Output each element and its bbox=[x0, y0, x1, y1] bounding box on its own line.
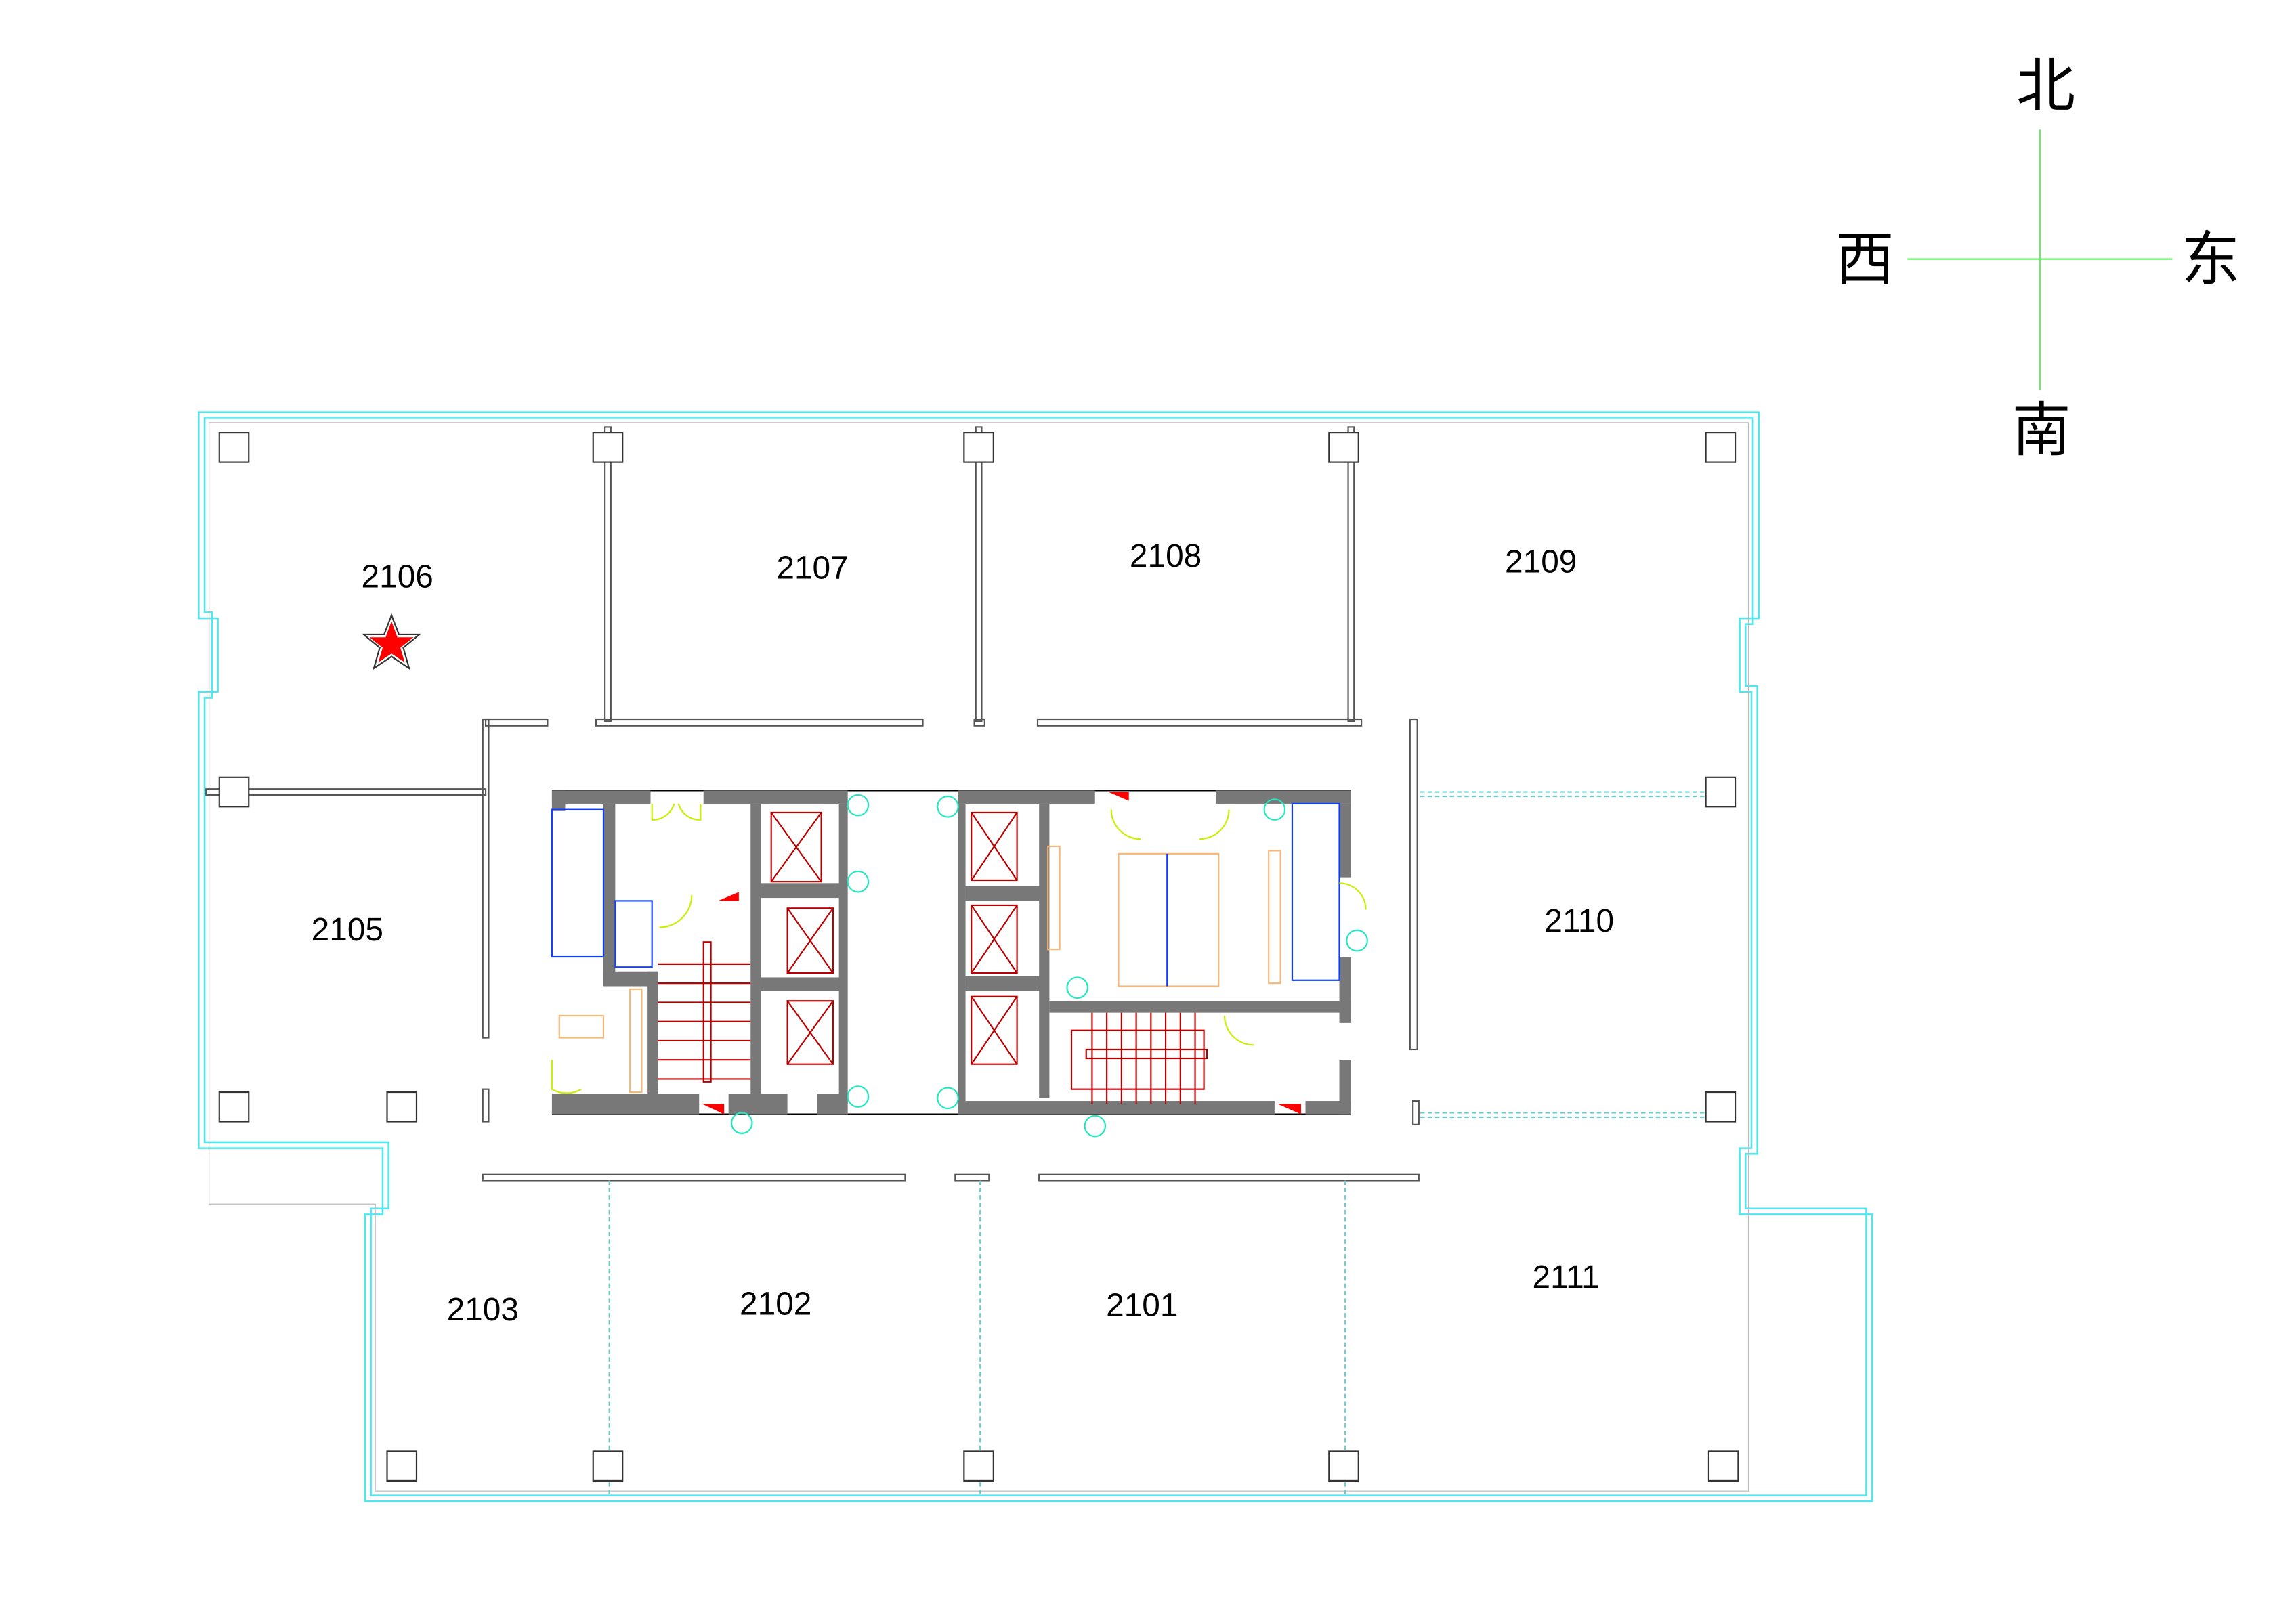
room-2103-label: 2103 bbox=[447, 1292, 519, 1328]
plants bbox=[730, 794, 1368, 1138]
partitions bbox=[205, 426, 1707, 1494]
compass-north: 北 bbox=[2016, 51, 2075, 121]
star-icon bbox=[361, 613, 422, 670]
room-2111-label: 2111 bbox=[1533, 1259, 1600, 1295]
building-core bbox=[551, 790, 1368, 1138]
room-2109-label: 2109 bbox=[1505, 544, 1577, 580]
compass-east: 东 bbox=[2182, 225, 2240, 294]
room-2102-label: 2102 bbox=[740, 1286, 811, 1322]
doors bbox=[551, 803, 1367, 1094]
compass: 北 西 东 南 bbox=[1835, 51, 2240, 465]
outer-wall bbox=[198, 411, 1873, 1502]
room-2107-label: 2107 bbox=[776, 550, 848, 586]
elevators bbox=[770, 811, 1018, 1065]
room-2105-label: 2105 bbox=[312, 912, 383, 948]
room-2101-label: 2101 bbox=[1106, 1287, 1178, 1323]
room-2108-label: 2108 bbox=[1130, 538, 1202, 574]
room-labels: 2106 2107 2108 2109 2105 2110 2103 2102 … bbox=[312, 538, 1614, 1328]
compass-south: 南 bbox=[2012, 395, 2071, 464]
stairs-right bbox=[1070, 1012, 1208, 1104]
columns bbox=[218, 432, 1739, 1482]
room-2106-label: 2106 bbox=[362, 559, 433, 594]
room-2110-label: 2110 bbox=[1544, 903, 1614, 939]
compass-west: 西 bbox=[1835, 225, 1894, 294]
restroom bbox=[551, 802, 1340, 1094]
stairs-left bbox=[658, 941, 751, 1083]
